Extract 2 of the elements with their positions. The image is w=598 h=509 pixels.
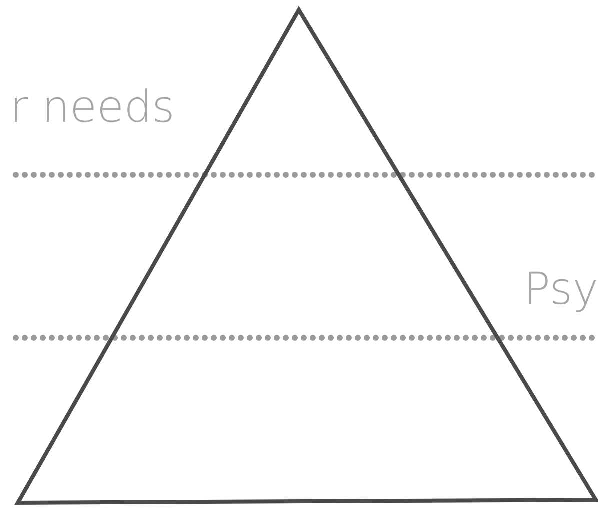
level-label: r needs: [10, 86, 175, 130]
level-label: Psy: [524, 268, 598, 312]
